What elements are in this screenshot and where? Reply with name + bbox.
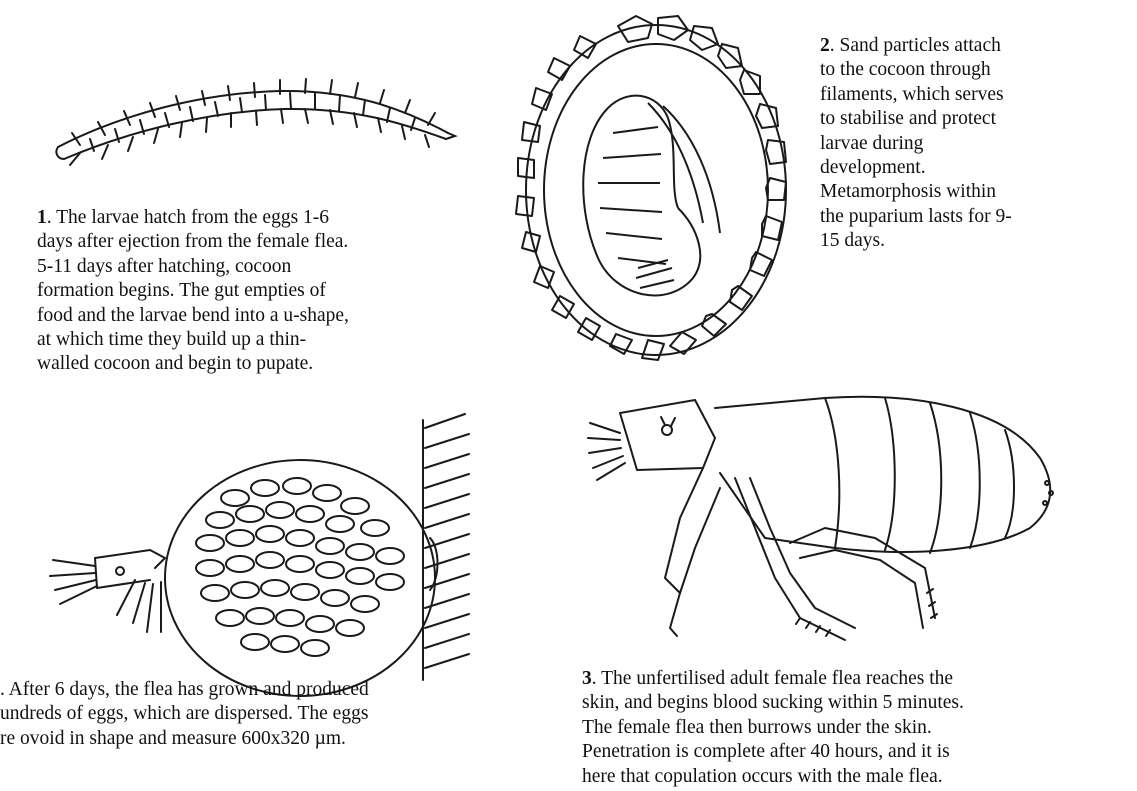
stage-2-number: 2 <box>820 35 830 56</box>
caption-line: at which time they build up a thin- <box>37 328 507 352</box>
caption-line: Penetration is complete after 40 hours, … <box>582 740 1137 764</box>
stage-1-number: 1 <box>37 207 47 228</box>
caption-line: larvae during <box>820 132 1120 156</box>
caption-line: days after ejection from the female flea… <box>37 230 507 254</box>
caption-line: 5-11 days after hatching, cocoon <box>37 255 507 279</box>
caption-line: . Sand particles attach <box>830 35 1001 56</box>
caption-line: 15 days. <box>820 229 1120 253</box>
caption-line: here that copulation occurs with the mal… <box>582 765 1137 789</box>
caption-line: . The unfertilised adult female flea rea… <box>592 668 953 689</box>
caption-stage-4: . After 6 days, the flea has grown and p… <box>0 678 560 751</box>
caption-line: . The larvae hatch from the eggs 1-6 <box>47 207 329 228</box>
caption-line: food and the larvae bend into a u-shape, <box>37 304 507 328</box>
caption-line: Metamorphosis within <box>820 180 1120 204</box>
caption-line: undreds of eggs, which are dispersed. Th… <box>0 702 560 726</box>
adult-flea-illustration <box>585 378 1065 658</box>
caption-line: to the cocoon through <box>820 58 1120 82</box>
larva-illustration <box>50 75 460 170</box>
caption-line: . After 6 days, the flea has grown and p… <box>0 678 560 702</box>
caption-line: filaments, which serves <box>820 83 1120 107</box>
caption-line: re ovoid in shape and measure 600x320 µm… <box>0 727 560 751</box>
caption-line: development. <box>820 156 1120 180</box>
gravid-flea-illustration <box>35 418 485 683</box>
caption-line: the puparium lasts for 9- <box>820 205 1120 229</box>
caption-line: The female flea then burrows under the s… <box>582 716 1137 740</box>
caption-stage-2: 2. Sand particles attach to the cocoon t… <box>820 34 1120 254</box>
caption-line: walled cocoon and begin to pupate. <box>37 352 507 376</box>
caption-stage-1: 1. The larvae hatch from the eggs 1-6 da… <box>37 206 507 377</box>
stage-3-number: 3 <box>582 668 592 689</box>
caption-line: skin, and begins blood sucking within 5 … <box>582 691 1137 715</box>
caption-line: formation begins. The gut empties of <box>37 279 507 303</box>
caption-stage-3: 3. The unfertilised adult female flea re… <box>582 667 1137 789</box>
caption-line: to stabilise and protect <box>820 107 1120 131</box>
cocoon-illustration <box>498 8 813 368</box>
